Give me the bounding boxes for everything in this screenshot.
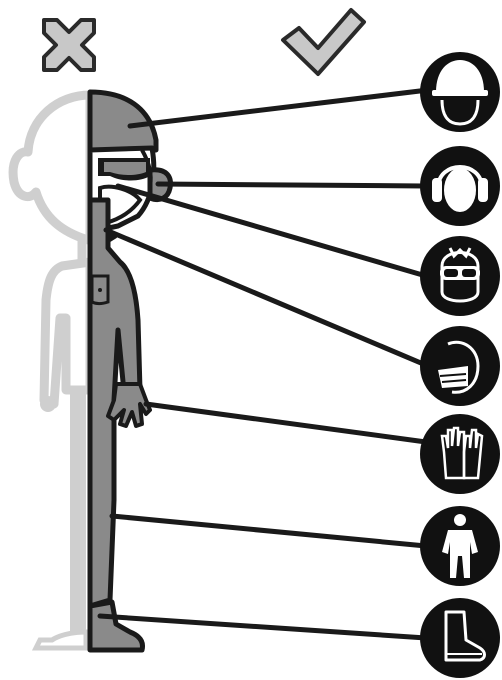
coverall-icon xyxy=(420,506,500,586)
cross-icon xyxy=(44,20,94,70)
boot xyxy=(90,602,143,650)
ear-protection-icon xyxy=(420,146,500,226)
safety-goggles-icon xyxy=(420,236,500,316)
gloves-icon xyxy=(420,414,500,494)
protected-half xyxy=(90,92,170,650)
face-mask-icon xyxy=(420,326,500,406)
glove xyxy=(108,384,150,426)
hard-hat-icon xyxy=(420,52,500,132)
unprotected-half xyxy=(13,95,90,648)
check-icon xyxy=(283,10,364,74)
safety-boot-icon xyxy=(420,598,500,678)
